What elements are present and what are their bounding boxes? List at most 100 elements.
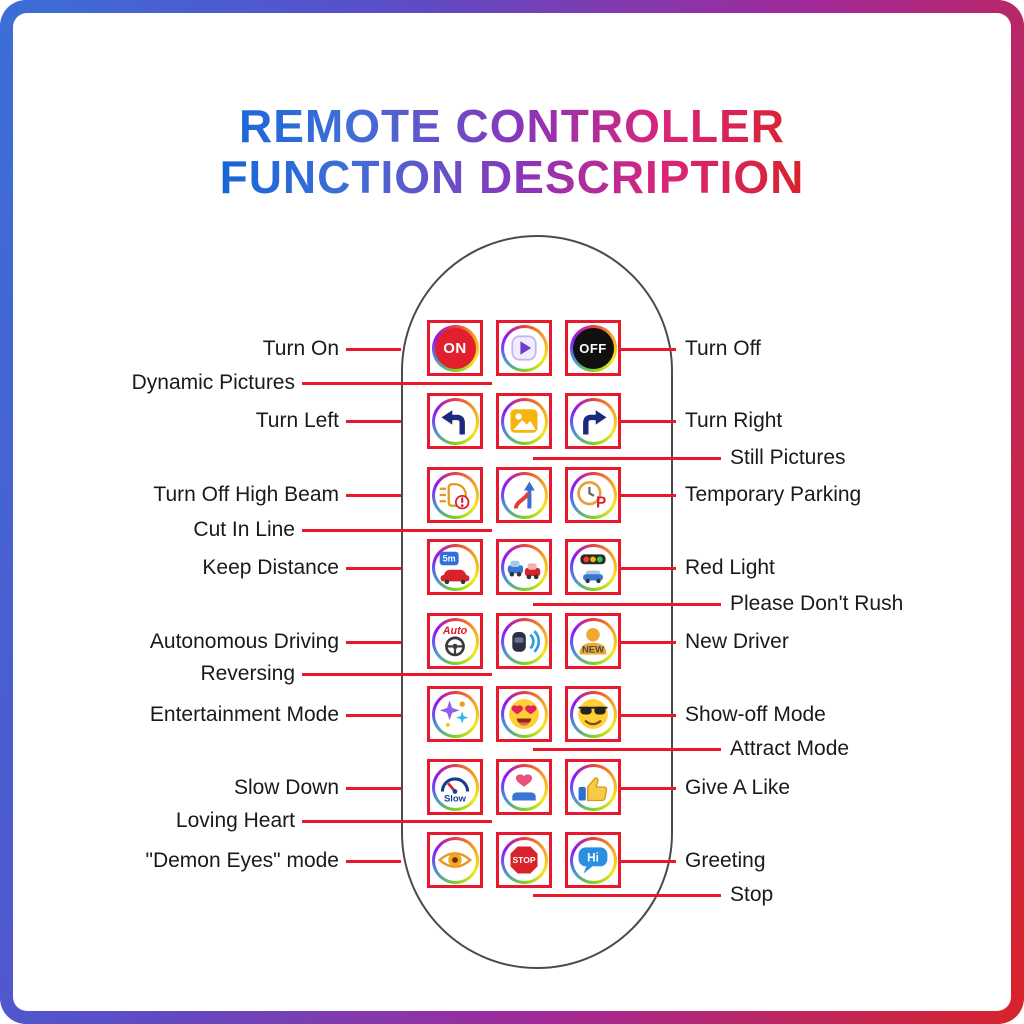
- connector-line: [533, 602, 721, 606]
- remote-button-turn-on: ON: [427, 320, 483, 376]
- callout-label: Dynamic Pictures: [131, 371, 295, 394]
- callout-reversing: Reversing: [200, 661, 492, 687]
- merge-arrows-icon: [500, 471, 548, 519]
- stop-label: STOP: [512, 855, 535, 865]
- callout-label: "Demon Eyes" mode: [145, 849, 340, 872]
- auto-label: Auto: [442, 625, 468, 637]
- callout-label: New Driver: [685, 630, 789, 653]
- callout-turn-off-high-beam: Turn Off High Beam: [153, 482, 401, 508]
- callout-label: Please Don't Rush: [730, 592, 904, 615]
- speedometer-icon: Slow: [431, 763, 479, 811]
- remote-button-turn-off-high-beam: [427, 467, 483, 523]
- connector-line: [346, 859, 401, 863]
- callout-slow-down: Slow Down: [234, 775, 401, 801]
- remote-button-stop: STOP: [496, 832, 552, 888]
- connector-line: [346, 786, 401, 790]
- callout-label: Turn Right: [685, 409, 783, 432]
- callout-greeting: Greeting: [621, 848, 766, 874]
- callout-label: Slow Down: [233, 776, 339, 799]
- connector-line: [621, 566, 676, 570]
- callout-label: Autonomous Driving: [149, 630, 339, 653]
- remote-button-turn-off: OFF: [565, 320, 621, 376]
- speech-bubble-icon: Hi: [569, 836, 617, 884]
- callout-keep-distance: Keep Distance: [202, 555, 401, 581]
- remote-button-keep-distance: 5m: [427, 539, 483, 595]
- callout-dynamic-pictures: Dynamic Pictures: [132, 370, 492, 396]
- distance-value: 5m: [443, 554, 456, 564]
- steering-wheel-icon: Auto: [431, 617, 479, 665]
- callout-demon-eyes-mode: "Demon Eyes" mode: [145, 848, 401, 874]
- remote-button-give-a-like: [565, 759, 621, 815]
- sunglasses-emoji-icon: [569, 690, 617, 738]
- callout-label: Attract Mode: [730, 737, 850, 760]
- remote-button-show-off-mode: [565, 686, 621, 742]
- power-on-label: ON: [443, 339, 467, 357]
- remote-button-loving-heart: [496, 759, 552, 815]
- page-title: REMOTE CONTROLLER FUNCTION DESCRIPTION: [13, 101, 1011, 202]
- remote-button-turn-right: [565, 393, 621, 449]
- remote-button-dynamic-pictures: [496, 320, 552, 376]
- parking-letter: P: [596, 495, 606, 512]
- remote-button-attract-mode: [496, 686, 552, 742]
- slow-label: Slow: [444, 793, 467, 804]
- power-on-icon: ON: [431, 324, 479, 372]
- callout-entertainment-mode: Entertainment Mode: [150, 702, 401, 728]
- callout-stop: Stop: [533, 882, 773, 908]
- remote-button-please-dont-rush: [496, 539, 552, 595]
- callout-red-light: Red Light: [621, 555, 775, 581]
- callout-label: Temporary Parking: [685, 483, 862, 506]
- power-off-icon: OFF: [569, 324, 617, 372]
- callout-label: Turn Off High Beam: [153, 483, 339, 506]
- connector-line: [346, 566, 401, 570]
- connector-line: [346, 419, 401, 423]
- remote-button-autonomous-driving: Auto: [427, 613, 483, 669]
- play-icon: [500, 324, 548, 372]
- connector-line: [533, 747, 721, 751]
- connector-line: [533, 893, 721, 897]
- power-off-label: OFF: [579, 340, 607, 356]
- new-driver-icon: NEW: [569, 617, 617, 665]
- callout-label: Turn On: [262, 337, 339, 360]
- callout-label: Greeting: [685, 849, 766, 872]
- callout-label: Stop: [730, 883, 774, 906]
- callout-turn-left: Turn Left: [256, 408, 401, 434]
- thumbs-up-icon: [569, 763, 617, 811]
- remote-button-cut-in-line: [496, 467, 552, 523]
- callout-give-a-like: Give A Like: [621, 775, 790, 801]
- callout-label: Loving Heart: [175, 809, 295, 832]
- callout-turn-right: Turn Right: [621, 408, 782, 434]
- hi-label: Hi: [587, 851, 599, 864]
- connector-line: [621, 713, 676, 717]
- callout-temporary-parking: Temporary Parking: [621, 482, 861, 508]
- connector-line: [621, 859, 676, 863]
- callout-attract-mode: Attract Mode: [533, 736, 849, 762]
- callout-turn-on: Turn On: [263, 336, 401, 362]
- callout-label: Red Light: [685, 556, 775, 579]
- turn-right-arrow-icon: [569, 397, 617, 445]
- callout-label: Still Pictures: [730, 446, 846, 469]
- connector-line: [302, 528, 492, 532]
- callout-label: Reversing: [200, 662, 295, 685]
- callout-label: Show-off Mode: [685, 703, 826, 726]
- connector-line: [533, 456, 721, 460]
- heart-eyes-emoji-icon: [500, 690, 548, 738]
- callout-label: Keep Distance: [202, 556, 339, 579]
- remote-button-still-pictures: [496, 393, 552, 449]
- stop-sign-icon: STOP: [500, 836, 548, 884]
- reversing-car-icon: [500, 617, 548, 665]
- remote-button-slow-down: Slow: [427, 759, 483, 815]
- new-label: NEW: [582, 645, 604, 656]
- connector-line: [621, 786, 676, 790]
- callout-turn-off: Turn Off: [621, 336, 761, 362]
- connector-line: [302, 672, 492, 676]
- remote-button-red-light: [565, 539, 621, 595]
- callout-loving-heart: Loving Heart: [176, 808, 492, 834]
- connector-line: [302, 381, 492, 385]
- callout-label: Turn Off: [685, 337, 761, 360]
- remote-button-temporary-parking: P: [565, 467, 621, 523]
- headlight-icon: [431, 471, 479, 519]
- callout-please-dont-rush: Please Don't Rush: [533, 591, 903, 617]
- title-line-1: REMOTE CONTROLLER: [239, 100, 785, 152]
- heart-in-hand-icon: [500, 763, 548, 811]
